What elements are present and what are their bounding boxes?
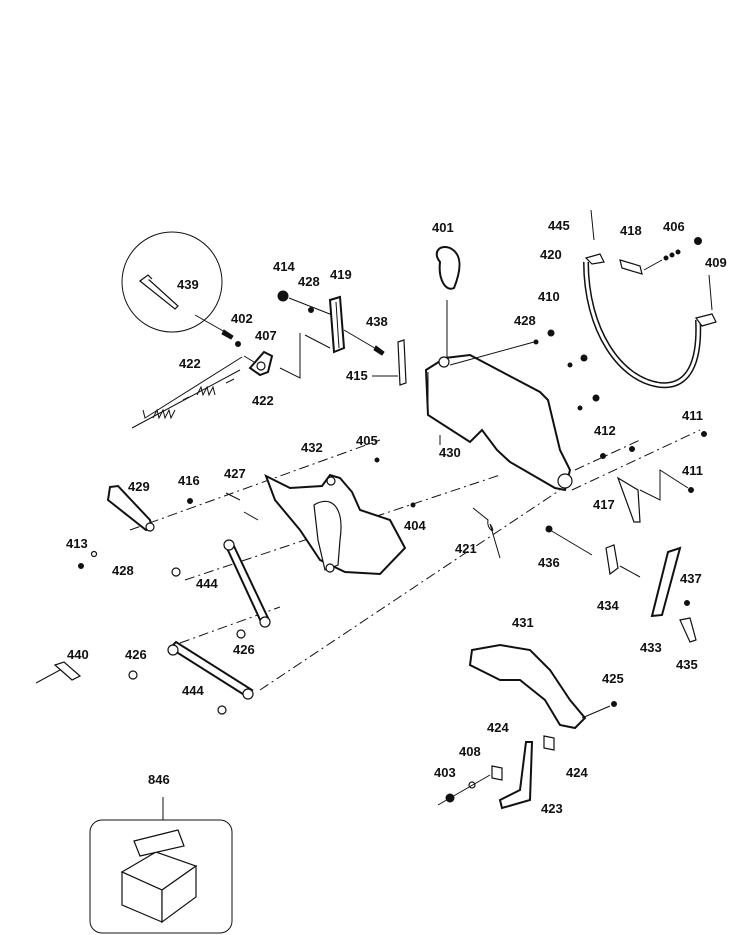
label-432: 432: [301, 440, 323, 455]
part-439-hex-key: [121, 231, 223, 333]
label-444-upper: 444: [196, 576, 218, 591]
part-415-bracket: [372, 339, 407, 386]
part-846-box: [89, 797, 233, 934]
label-444-lower: 444: [182, 683, 204, 698]
part-432-lower-guard: [264, 457, 416, 576]
label-439: 439: [177, 277, 199, 292]
label-408: 408: [459, 744, 481, 759]
label-415: 415: [346, 368, 368, 383]
part-431-cover: [468, 643, 617, 730]
label-416: 416: [178, 473, 200, 488]
label-425: 425: [602, 671, 624, 686]
label-412: 412: [594, 423, 616, 438]
label-418: 418: [620, 223, 642, 238]
part-421-spring: [472, 507, 501, 559]
label-405: 405: [356, 433, 378, 448]
part-444-link-upper: [171, 539, 271, 639]
part-444-link-lower: [128, 640, 254, 715]
label-419: 419: [330, 267, 352, 282]
label-422-springs: 422: [179, 356, 201, 371]
label-428-lower: 428: [112, 563, 134, 578]
part-419-scale: [328, 295, 385, 356]
label-413: 413: [66, 536, 88, 551]
axis-line: [129, 439, 381, 531]
part-434-clip: [605, 544, 641, 578]
label-426-lower: 426: [125, 647, 147, 662]
label-404: 404: [404, 518, 426, 533]
label-437: 437: [680, 571, 702, 586]
label-440: 440: [67, 647, 89, 662]
label-403: 403: [434, 765, 456, 780]
label-438: 438: [366, 314, 388, 329]
label-427: 427: [224, 466, 246, 481]
label-420: 420: [540, 247, 562, 262]
label-424-left: 424: [487, 720, 509, 735]
part-436-screw: [545, 525, 593, 556]
part-414-knob: [277, 290, 341, 319]
part-440-pivot: [35, 661, 82, 684]
label-401: 401: [432, 220, 454, 235]
label-422-lever: 422: [252, 393, 274, 408]
label-410: 410: [538, 289, 560, 304]
part-417-bracket: [571, 429, 707, 523]
label-429: 429: [128, 479, 150, 494]
label-433: 433: [640, 640, 662, 655]
part-418-pin: [619, 237, 702, 275]
label-431: 431: [512, 615, 534, 630]
leader-line: [279, 333, 331, 379]
part-410-screws: [449, 329, 600, 411]
label-406: 406: [663, 219, 685, 234]
part-433-rail: [650, 546, 697, 643]
label-445: 445: [548, 218, 570, 233]
label-428-knob: 428: [298, 274, 320, 289]
label-423: 423: [541, 801, 563, 816]
label-846: 846: [148, 772, 170, 787]
label-434: 434: [597, 598, 619, 613]
label-407: 407: [255, 328, 277, 343]
label-435: 435: [676, 657, 698, 672]
label-409: 409: [705, 255, 727, 270]
part-407-lever: [243, 350, 274, 377]
label-430: 430: [439, 445, 461, 460]
label-411-upper: 411: [682, 408, 703, 423]
label-417: 417: [593, 497, 615, 512]
part-427-pins: [225, 492, 259, 521]
part-401-ring: [435, 246, 461, 362]
label-402: 402: [231, 311, 253, 326]
axis-line: [259, 489, 561, 691]
part-422-springs: [131, 356, 243, 429]
part-402-screw: [194, 314, 241, 347]
label-426-upper: 426: [233, 642, 255, 657]
label-428-upper: 428: [514, 313, 536, 328]
part-423-hook: [437, 735, 555, 810]
part-429-cover: [78, 484, 193, 569]
part-430-upper-guard: [424, 353, 573, 492]
label-424-right: 424: [566, 765, 588, 780]
part-420-handle-bail: [583, 209, 717, 389]
label-411-lower: 411: [682, 463, 703, 478]
label-414: 414: [273, 259, 295, 274]
label-421: 421: [455, 541, 477, 556]
label-436: 436: [538, 555, 560, 570]
